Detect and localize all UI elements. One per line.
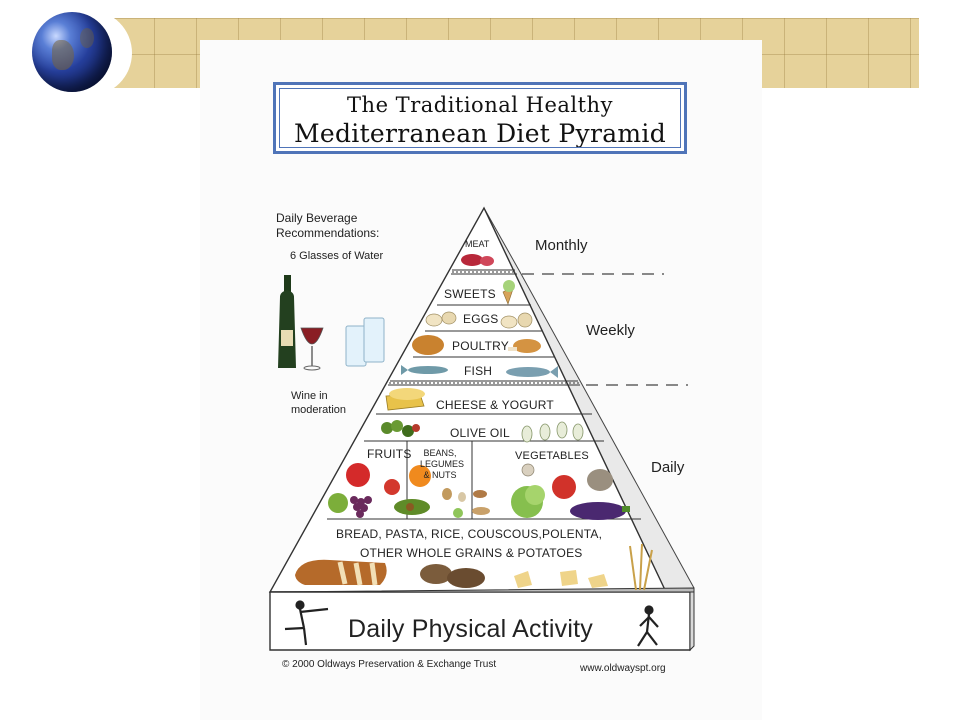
beans-line-2: LEGUMES <box>420 459 465 469</box>
copyright-text: © 2000 Oldways Preservation & Exchange T… <box>282 659 497 670</box>
olives-icon <box>381 420 584 443</box>
poultry-icon <box>412 335 541 355</box>
activity-label: Daily Physical Activity <box>348 615 593 643</box>
ice-cream-icon <box>502 280 515 305</box>
eggs-icon <box>425 311 533 329</box>
bread-icon <box>295 559 387 586</box>
beans-icon <box>442 488 490 518</box>
beans-line-3: & NUTS <box>423 470 457 480</box>
frequency-dividers <box>522 273 688 386</box>
wine-glass-icon <box>300 327 324 371</box>
tier-sweets: SWEETS <box>444 287 496 301</box>
website-text: www.oldwayspt.org <box>580 663 666 674</box>
wine-line-2: moderation <box>291 404 347 416</box>
beverage-heading-line-1: Daily Beverage <box>276 211 358 225</box>
base-side <box>689 591 695 652</box>
wine-recommendation: Wine in moderation <box>291 389 346 417</box>
cheese-icon <box>385 388 425 411</box>
water-recommendation: 6 Glasses of Water <box>290 250 384 262</box>
beans-line-1: BEANS, <box>423 448 457 458</box>
tier-olive-oil: OLIVE OIL <box>450 426 510 440</box>
potatoes-icon <box>420 564 485 588</box>
tier-eggs: EGGS <box>463 312 499 326</box>
frequency-daily: Daily <box>651 459 685 476</box>
vegetables-icon <box>511 463 630 520</box>
walker-icon <box>637 605 659 647</box>
fruits-icon <box>328 463 431 518</box>
tier-cheese-yogurt: CHEESE & YOGURT <box>436 398 554 412</box>
tier-grains-line-2: OTHER WHOLE GRAINS & POTATOES <box>360 546 583 560</box>
meat-icon <box>461 254 494 266</box>
globe-icon <box>32 12 112 92</box>
tier-grains-line-1: BREAD, PASTA, RICE, COUSCOUS,POLENTA, <box>336 527 603 541</box>
title-line-2: Mediterranean Diet Pyramid <box>293 119 667 148</box>
beverage-heading-line-2: Recommendations: <box>276 226 380 240</box>
wine-bottle-icon <box>278 275 296 368</box>
water-glasses-icon <box>345 317 385 367</box>
beverage-heading: Daily Beverage Recommendations: <box>276 211 379 241</box>
title-line-1: The Traditional Healthy <box>347 93 613 117</box>
frequency-monthly: Monthly <box>535 237 588 254</box>
tier-fish: FISH <box>464 364 493 378</box>
wheat-icon <box>629 543 653 591</box>
dancer-icon <box>284 600 329 646</box>
tier-dots <box>389 271 579 384</box>
tier-fruits: FRUITS <box>367 447 412 461</box>
fish-icon <box>401 365 558 378</box>
tier-separators <box>327 269 641 520</box>
wine-line-1: Wine in <box>291 390 328 402</box>
tier-poultry: POULTRY <box>452 339 509 353</box>
diagram-title: The Traditional Healthy Mediterranean Di… <box>273 82 687 154</box>
tier-beans-legumes-nuts: BEANS, LEGUMES & NUTS <box>420 448 465 481</box>
frequency-weekly: Weekly <box>586 322 635 339</box>
pasta-icon <box>514 570 608 588</box>
tier-vegetables: VEGETABLES <box>515 450 589 462</box>
tier-meat: MEAT <box>465 239 490 249</box>
